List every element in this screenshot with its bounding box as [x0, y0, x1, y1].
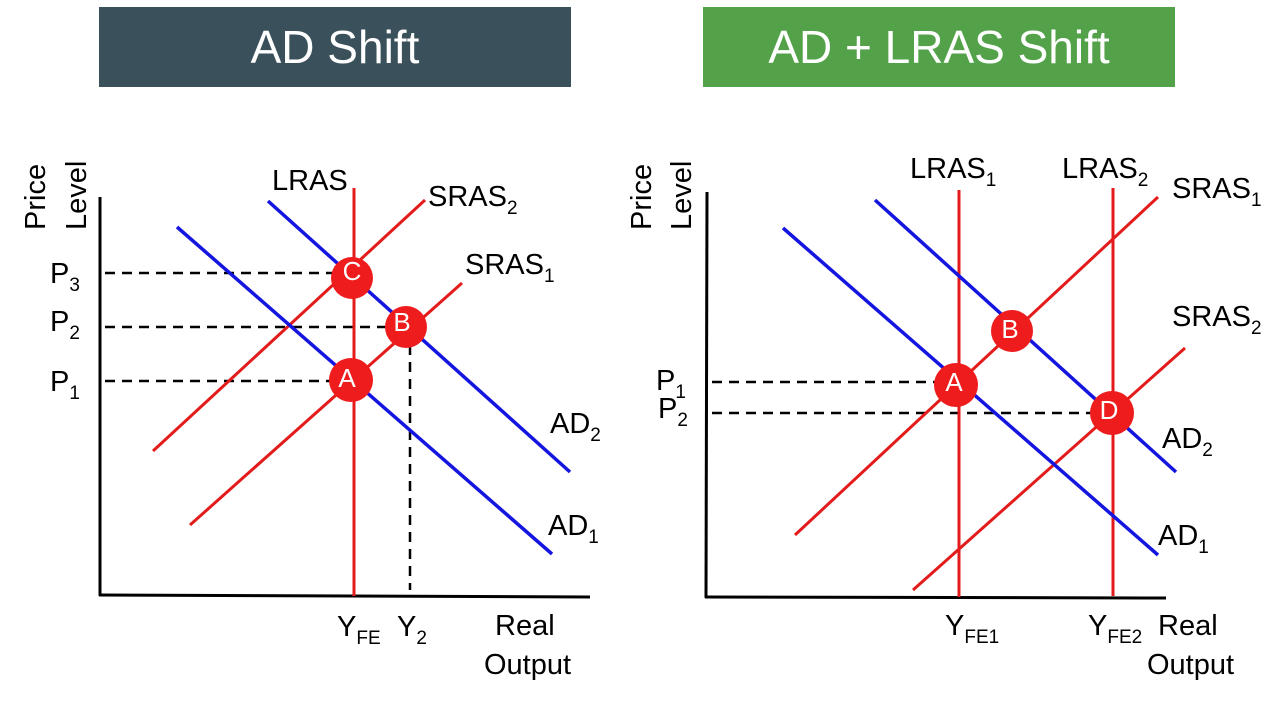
ad2-label: AD2	[550, 408, 601, 446]
lras-label: LRAS	[272, 165, 348, 197]
y-axis	[704, 191, 709, 599]
left-diagram: Price Level C B A LRAS SRAS2 SRAS1 AD2 A…	[20, 161, 601, 681]
y-axis-label-price: Price	[626, 164, 658, 230]
y2-label: Y2	[397, 611, 427, 649]
x-axis	[98, 593, 591, 599]
x-axis-label-real: Real	[1158, 610, 1218, 642]
point-d: D	[1090, 391, 1134, 435]
x-axis-label-real: Real	[495, 610, 555, 642]
y-axis-label-price: Price	[20, 164, 52, 230]
y-axis-label-level: Level	[61, 161, 93, 230]
svg-text:D: D	[1100, 395, 1119, 425]
sras2-line	[912, 346, 1186, 592]
p1-label: P1	[50, 366, 80, 404]
ad1-label: AD1	[1158, 520, 1209, 558]
point-b: B	[385, 306, 427, 348]
p2-label: P2	[50, 306, 80, 344]
ad1-label: AD1	[548, 510, 599, 548]
point-c: C	[331, 256, 373, 299]
svg-text:A: A	[945, 367, 963, 397]
point-a: A	[329, 358, 373, 402]
right-diagram: Price Level B A D LRAS1 LRAS2 SRAS1 SRAS…	[626, 153, 1262, 681]
x-axis-label-output: Output	[484, 649, 571, 681]
sras1-label: SRAS1	[1172, 173, 1262, 211]
svg-text:C: C	[343, 256, 362, 286]
yfe-label: YFE	[337, 611, 381, 649]
sras2-label: SRAS2	[1172, 301, 1262, 339]
p3-label: P3	[50, 258, 80, 296]
x-axis-label-output: Output	[1147, 649, 1234, 681]
svg-text:B: B	[1001, 314, 1018, 344]
ad2-label: AD2	[1162, 423, 1213, 461]
p1-label: P1	[656, 365, 686, 403]
lras2-label: LRAS2	[1062, 153, 1148, 191]
sras2-label: SRAS2	[428, 181, 518, 219]
yfe1-label: YFE1	[945, 610, 999, 648]
p2-label: P2	[658, 393, 688, 431]
svg-text:B: B	[393, 307, 410, 337]
yfe2-label: YFE2	[1088, 610, 1142, 648]
point-a: A	[934, 363, 978, 407]
point-b: B	[991, 310, 1033, 352]
right-title-banner: AD + LRAS Shift	[703, 7, 1175, 87]
y-axis-label-level: Level	[666, 161, 698, 230]
sras1-label: SRAS1	[465, 249, 555, 287]
x-axis	[704, 595, 1167, 600]
svg-text:A: A	[338, 363, 356, 393]
left-title-banner: AD Shift	[99, 7, 571, 87]
lras1-label: LRAS1	[910, 153, 996, 191]
sras1-line	[793, 195, 1160, 537]
